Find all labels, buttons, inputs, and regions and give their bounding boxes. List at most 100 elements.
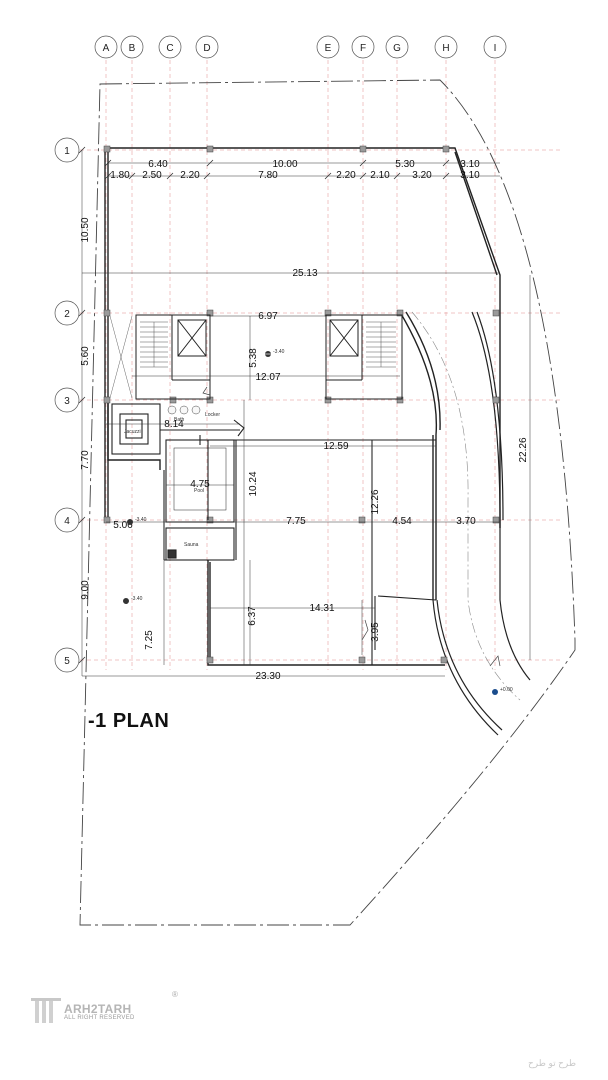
right-stairs [366,321,396,368]
grid-bubble-3 [54,387,80,413]
dim-left-9-00: 9.00 [80,580,91,600]
dim-top-2: 10.00 [272,159,297,170]
level-label-lower: -3.40 [131,596,143,602]
dim-left-5-60: 5.60 [80,346,91,366]
dim-mid-width: 12.59 [323,441,348,452]
dim-pool-width: 8.14 [164,419,184,430]
row-bubbles [54,137,80,673]
left-core [135,314,211,400]
level-label-core: -3.40 [273,349,285,355]
grid-label-4: 4 [64,516,70,527]
level-marker-lower: -3.40 [123,596,143,604]
grid-bubble-5 [54,647,80,673]
watermark-text: طرح تو طرح [528,1058,577,1068]
dim-sub-4: 7.80 [258,170,278,181]
grid-label-5: 5 [64,656,70,667]
dim-left-7-70: 7.70 [80,450,91,470]
dim-width-total: 25.13 [292,268,317,279]
dim-row4-right2: 3.70 [456,516,476,527]
dim-core-span: 6.97 [258,311,278,322]
column-bubbles [94,35,507,59]
logo-text: ARH2TARH [64,1002,132,1016]
dim-v-3-95: 3.95 [370,622,381,642]
grid-bubble-d [195,35,219,59]
dim-right-22-26: 22.26 [518,437,529,462]
grid-label-3: 3 [64,396,70,407]
dim-sub-7: 3.20 [412,170,432,181]
level-marker-ramp: +0.00 [492,687,513,695]
grid-bubble-f [351,35,375,59]
level-label-ramp: +0.00 [500,687,513,693]
spa-walls [111,403,436,561]
dim-top-4: 3.10 [460,159,480,170]
dim-v-7-25: 7.25 [144,630,155,650]
grid-bubble-c [158,35,182,59]
level-marker-core: -3.40 [264,349,285,357]
grid-bubble-a [94,35,118,59]
grid-label-b: B [129,43,136,54]
grid-label-c: C [166,43,173,54]
ramp-walls [432,311,531,736]
grid-label-d: D [203,43,210,54]
grid-bubble-i [483,35,507,59]
dim-sub-1: 1.80 [110,170,130,181]
logo-column-icon [31,998,61,1023]
dim-left-10-50: 10.50 [80,217,91,242]
dim-pool-room: 4.75 [190,479,210,490]
left-stairs [140,321,168,368]
grid-bubble-1 [54,137,80,163]
grid-label-f: F [360,43,366,54]
grid-label-2: 2 [64,309,70,320]
logo-subtext: ALL RIGHT RESERVED [64,1015,135,1021]
dimension-lines [81,150,531,677]
dim-core-width: 12.07 [255,372,280,383]
grid-bubble-b [120,35,144,59]
level-marker-left: -3.40 [127,517,147,525]
ramp-centerline [411,311,521,701]
dim-top-1: 6.40 [148,159,168,170]
grid-bubble-2 [54,300,80,326]
level-label-left: -3.40 [135,517,147,523]
dim-row4-left: 5.06 [113,520,133,531]
grid-label-h: H [442,43,449,54]
dim-v-5-38: 5.38 [248,348,259,368]
ramp-arrow-icon [202,386,501,667]
dim-row4-right1: 4.54 [392,516,412,527]
left-void-hatch [109,315,133,399]
dim-v-6-37: 6.37 [247,606,258,626]
room-label-bath: Bath [174,417,185,423]
room-label-locker: Locker [205,412,220,418]
registered-mark: ® [172,990,178,999]
dim-sub-8: 3.10 [460,170,480,181]
grid-label-g: G [393,43,401,54]
grid-lines [80,60,560,670]
dim-row4-mid: 7.75 [286,516,306,527]
dim-bottom-total: 23.30 [255,671,280,682]
grid-bubble-g [385,35,409,59]
dim-v-10-24: 10.24 [248,471,259,496]
grid-bubble-4 [54,507,80,533]
right-core [325,314,403,400]
building-outline [104,147,501,666]
grid-bubble-e [316,35,340,59]
dim-top-3: 5.30 [395,159,415,170]
dim-v-12-26: 12.26 [370,489,381,514]
grid-bubble-h [434,35,458,59]
logo: ARH2TARH ALL RIGHT RESERVED ® [30,990,180,1023]
locker-fixtures [167,405,201,415]
interior-walls [207,440,437,665]
dim-sub-2: 2.50 [142,170,162,181]
grid-label-1: 1 [64,146,70,157]
dim-sub-3: 2.20 [180,170,200,181]
room-label-sauna: Sauna [184,542,199,548]
dimension-ticks [78,146,450,664]
dim-sub-5: 2.20 [336,170,356,181]
grid-label-i: I [494,43,497,54]
site-boundary [79,79,576,926]
room-label-pool: Pool [194,488,204,494]
grid-label-e: E [325,43,332,54]
plan-title: -1 PLAN [88,710,170,732]
dim-sub-6: 2.10 [370,170,390,181]
grid-label-a: A [103,43,110,54]
